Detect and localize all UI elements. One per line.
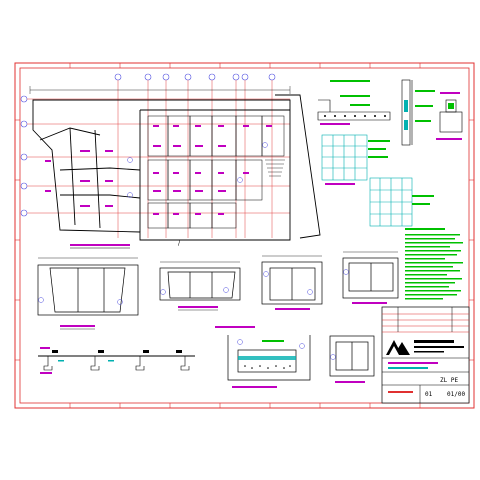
title-marks: ZL PE [440, 377, 458, 384]
tile-grid-2 [369, 177, 413, 227]
elevation-5 [329, 335, 375, 377]
elevation-4 [342, 251, 399, 299]
frame-ticks [15, 63, 474, 408]
general-notes [405, 228, 463, 300]
foundation-section [38, 347, 195, 374]
floor-plan: / [20, 73, 321, 249]
plan-walls [32, 94, 321, 241]
sheet-number: 01 [425, 391, 433, 398]
svg-text:/: / [178, 240, 181, 247]
elevation-3 [261, 255, 323, 305]
elevation-1 [37, 257, 139, 316]
plan-rooms [147, 115, 285, 229]
sheet-total: 01/00 [447, 391, 465, 398]
grid-bubbles [20, 73, 276, 217]
sheet-frame [14, 62, 475, 409]
title-block: ZL PE 01 01/00 [381, 306, 470, 404]
company-logo [386, 340, 410, 355]
plan-stairs [265, 159, 285, 177]
room-tags [45, 125, 272, 215]
section-detail-top [317, 79, 463, 146]
tile-grid-1 [321, 134, 368, 181]
plan-caption [70, 244, 130, 249]
elevation-2 [159, 261, 241, 301]
drainage-detail [215, 326, 311, 388]
